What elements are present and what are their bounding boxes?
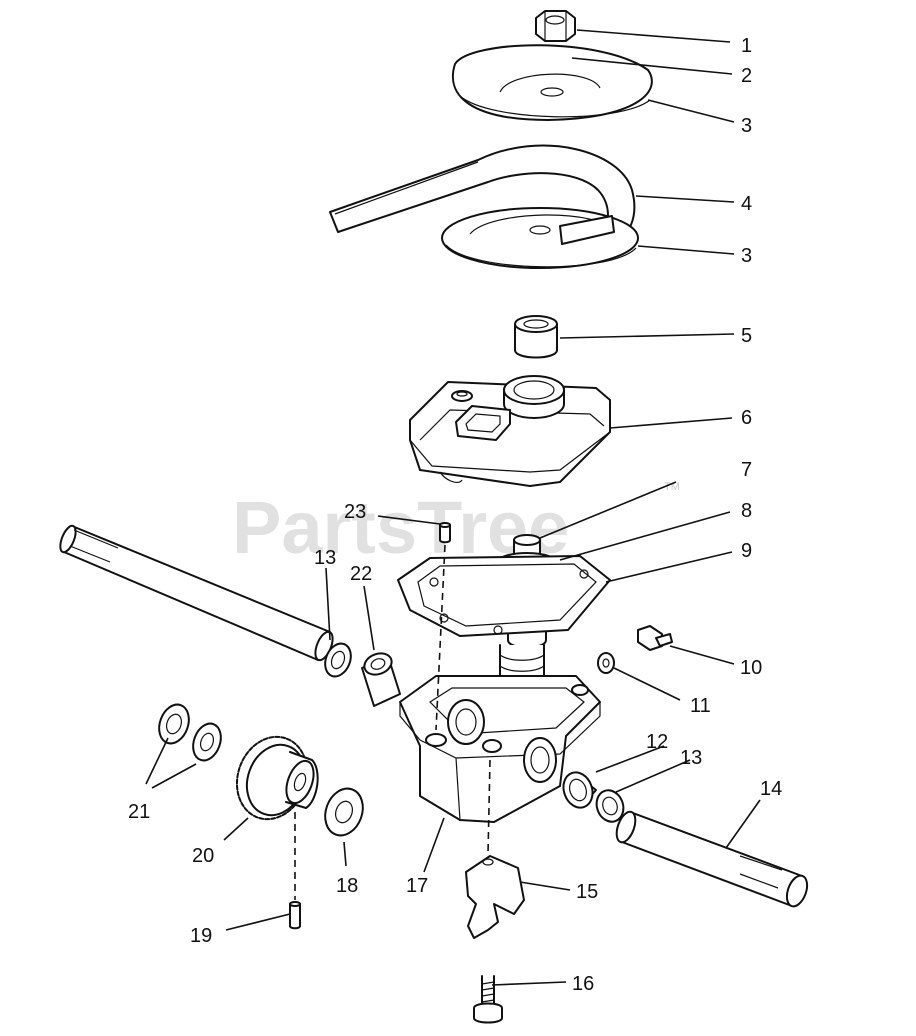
part-screw [473,975,503,1024]
part-axle-right [615,810,809,908]
part-washer [324,787,364,837]
callout-17: 17 [406,875,428,897]
callout-13-left: 13 [314,547,336,569]
part-washers-pair [158,703,222,762]
part-axle-left [59,524,334,662]
callout-14: 14 [760,778,782,800]
watermark: PartsTree TM [232,481,680,569]
callout-7: 7 [741,459,752,481]
callout-21: 21 [128,801,150,823]
part-spring-plate-upper [451,44,653,121]
part-bushing [514,315,558,359]
callout-8: 8 [741,500,752,522]
part-nut [535,10,576,42]
callout-15: 15 [576,881,598,903]
callout-10: 10 [740,657,762,679]
callout-5: 5 [741,325,752,347]
callout-13-right: 13 [680,747,702,769]
callout-4: 4 [741,193,752,215]
callout-20: 20 [192,845,214,867]
svg-text:TM: TM [664,481,680,493]
part-roll-pin [289,901,301,930]
callout-22: 22 [350,563,372,585]
part-shifter-plate [465,855,525,939]
part-gasket [397,555,611,637]
callout-6: 6 [741,407,752,429]
part-sleeve-right [562,771,597,809]
part-thrust-washer-left [324,642,352,678]
callout-19: 19 [190,925,212,947]
callout-3b: 3 [741,245,752,267]
part-dowel-pin [439,522,451,544]
part-gearbox-cover [409,375,611,487]
part-sleeve-left [361,652,401,707]
part-small-washer [597,652,615,674]
callout-12: 12 [646,731,668,753]
part-thrust-washer-right [595,789,625,823]
leader-lines [145,29,761,986]
alignment-lines [294,544,491,900]
callout-3a: 3 [741,115,752,137]
callout-18: 18 [336,875,358,897]
callout-16: 16 [572,973,594,995]
callout-1: 1 [741,35,752,57]
part-bolt [637,625,673,651]
part-gearbox-housing [399,675,601,823]
callout-23: 23 [344,501,366,523]
callout-9: 9 [741,540,752,562]
callout-2: 2 [741,65,752,87]
callout-numbers: 1 2 3 3 4 5 6 7 8 9 10 11 12 13 13 14 15… [128,35,782,995]
callout-11: 11 [690,695,711,717]
part-spring-plate-lower [441,207,639,269]
part-spur-gear [235,735,319,821]
